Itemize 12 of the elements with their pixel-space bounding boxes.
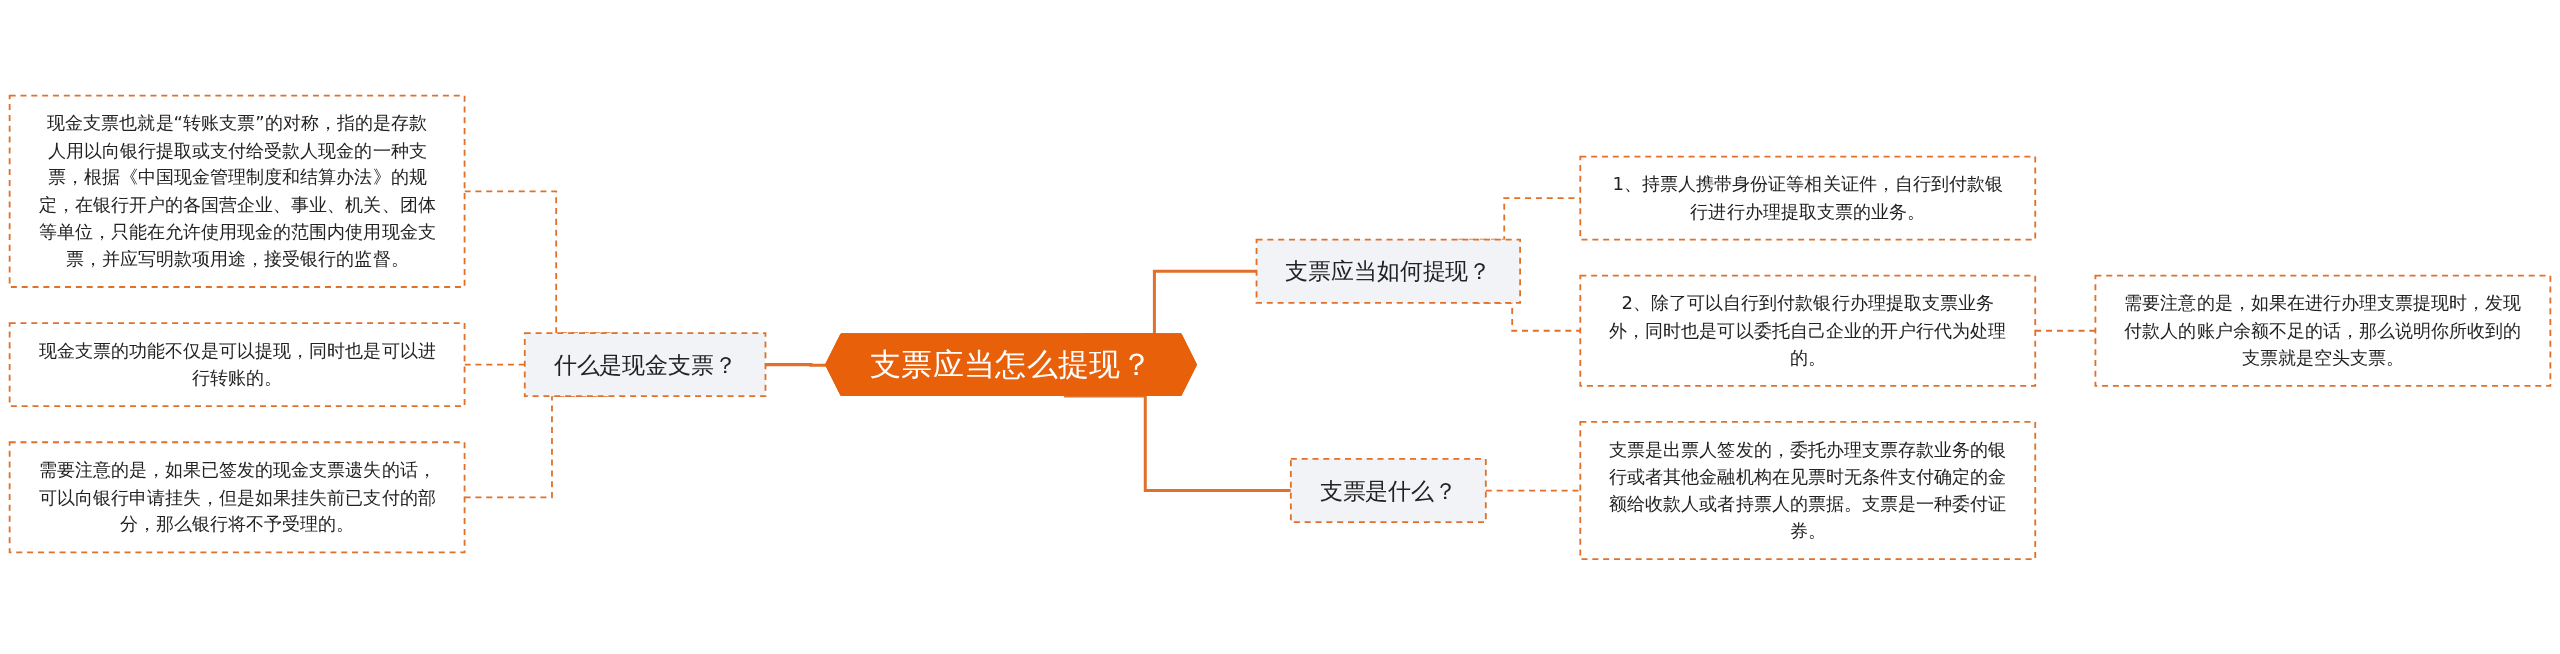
node-box: 需要注意的是，如果已签发的现金支票遗失的话，可以向银行申请挂失，但是如果挂失前已支付的部分，那么银行将不予受理的。 [8,440,466,553]
node-box: 支票应当如何提现？ [1255,238,1521,304]
node-box: 现金支票也就是“转账支票”的对称，指的是存款人用以向银行提取或支付给受款人现金的一种支票，根据《中国现金管理制度和结算办法》的规定，在银行开户的各国营企业、事业、机关、团体等单位，只能在允许使用现金的范围内使用现金支票，并应写明款项用途，接受银行的监督。 [8,94,466,288]
node-box: 2、除了可以自行到付款银行办理提取支票业务外，同时也是可以委托自己企业的开户行代为处理的。 [1579,274,2037,387]
node-box: 支票是什么？ [1289,457,1487,523]
node-box: 需要注意的是，如果在进行办理支票提现时，发现付款人的账户余额不足的话，那么说明你所收到的支票就是空头支票。 [2094,274,2552,387]
node-box: 什么是现金支票？ [523,331,767,397]
node-box: 1、持票人携带身份证等相关证件，自行到付款银行进行办理提取支票的业务。 [1579,155,2037,241]
connector [1064,394,1291,492]
node-box: 现金支票的功能不仅是可以提现，同时也是可以进行转账的。 [8,321,466,407]
connector [765,362,827,367]
node-box: 支票是出票人签发的，委托办理支票存款业务的银行或者其他金融机构在见票时无条件支付确定的金额给收款人或者持票人的票据。支票是一种委付证券。 [1579,420,2037,560]
